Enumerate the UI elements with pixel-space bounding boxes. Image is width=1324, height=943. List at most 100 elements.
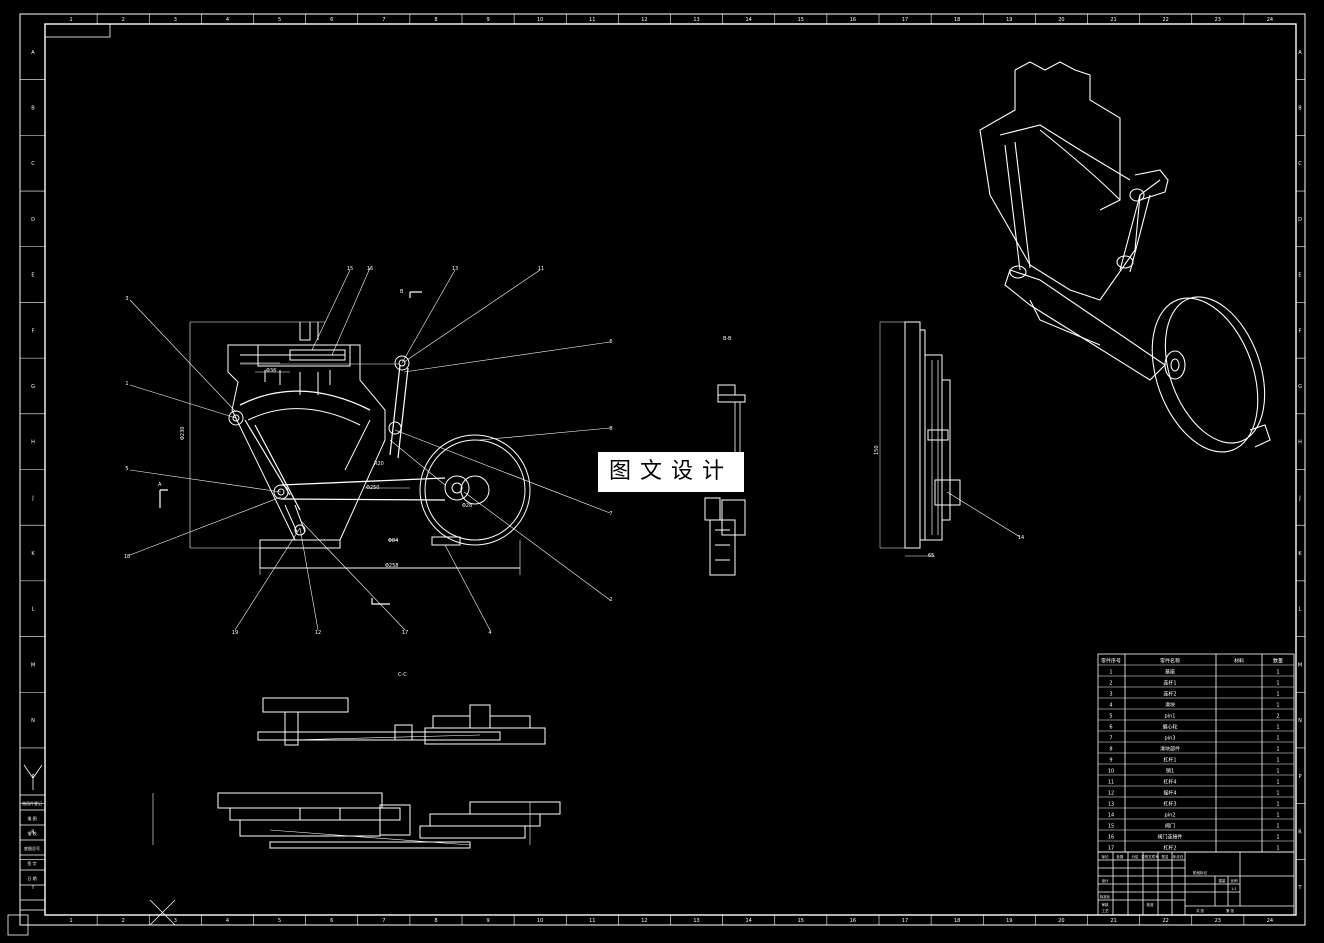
grid-row-label: P [1298, 774, 1301, 780]
section-c-c-view [257, 697, 546, 746]
title-block-cell: 工艺 [1102, 908, 1110, 913]
title-block-cell: 签名 [1162, 854, 1169, 859]
grid-row-label: T [30, 885, 35, 891]
bom-cell: 杠杆1 [1163, 756, 1176, 763]
title-block-cell: 重量 [1219, 878, 1227, 883]
bom-cell: 杠杆4 [1163, 778, 1176, 785]
grid-col-label: 13 [693, 17, 699, 23]
side-block-cell: 底图总号 [24, 845, 40, 851]
bom-cell: 17 [1108, 845, 1114, 851]
side-block-cell: 签 字 [27, 860, 36, 866]
grid-col-label: 9 [486, 17, 489, 23]
grid-col-label: 11 [589, 918, 595, 924]
balloon-label: 12 [315, 630, 321, 636]
bom-cell: 1 [1276, 746, 1279, 752]
grid-row-label: H [1298, 440, 1302, 446]
bom-cell: 5 [1109, 713, 1112, 719]
grid-row-label: E [1298, 273, 1301, 279]
title-block-cell: 标记 [1102, 854, 1110, 859]
grid-row-label: R [31, 829, 35, 835]
grid-col-label: 10 [537, 918, 543, 924]
grid-row-label: N [31, 718, 35, 724]
grid-row-label: K [31, 551, 35, 557]
grid-col-label: 14 [746, 918, 752, 924]
grid-col-label: 24 [1267, 918, 1273, 924]
grid-col-label: 8 [434, 918, 437, 924]
grid-col-label: 10 [537, 17, 543, 23]
balloon-leaders [129, 267, 1021, 631]
svg-text:Φ230: Φ230 [180, 427, 186, 440]
grid-row-label: J [31, 495, 33, 501]
svg-text:R20: R20 [374, 461, 384, 467]
title-block-cell: 第 张 [1226, 908, 1235, 913]
grid-row-label: B [1298, 106, 1302, 112]
bom-cell: 6 [1109, 724, 1112, 730]
title-block-cell: 批准 [1147, 902, 1155, 907]
grid-row-label: T [1297, 885, 1302, 891]
grid-row-label: L [1299, 607, 1302, 613]
balloon-label: 18 [124, 554, 130, 560]
title-block-cell: 比例 [1231, 878, 1239, 883]
bom-cell: 偏心轮 [1162, 723, 1177, 730]
balloon-label: 15 [347, 266, 353, 272]
bom-cell: 滑块部件 [1160, 745, 1180, 752]
bom-cell: pin3 [1165, 735, 1176, 741]
grid-col-label: 21 [1110, 918, 1116, 924]
bom-cell: 1 [1276, 680, 1279, 686]
grid-col-label: 19 [1006, 17, 1012, 23]
section-b-b-view [704, 384, 746, 576]
bom-cell: 1 [1276, 735, 1279, 741]
bom-cell: 1 [1276, 779, 1279, 785]
bom-cell: 1 [1109, 669, 1112, 675]
balloon-label: 2 [609, 597, 612, 603]
grid-col-label: 6 [330, 17, 333, 23]
column-grid-labels: 1122334455667788991010111112121313141415… [69, 14, 1273, 925]
bom-cell: 1 [1276, 702, 1279, 708]
grid-row-label: R [1298, 829, 1302, 835]
title-block-cell: 1:1 [1231, 887, 1237, 891]
bom-cell: 阀门 [1165, 822, 1175, 829]
balloon-label: 3 [125, 296, 128, 302]
balloon-label: 13 [452, 266, 458, 272]
grid-row-label: M [1298, 662, 1302, 668]
balloon-label: 11 [538, 266, 544, 272]
bom-cell: 1 [1276, 845, 1279, 851]
grid-row-label: D [1298, 217, 1302, 223]
bom-cell: 14 [1108, 812, 1114, 818]
grid-col-label: 23 [1215, 918, 1221, 924]
dimension-text: Φ230 Φ258 Φ250 Φ36 Φ84 Φ28 150 65 R20 [180, 368, 934, 569]
grid-col-label: 15 [798, 17, 804, 23]
bom-cell: 阀门连接件 [1157, 833, 1182, 840]
grid-col-label: 17 [902, 17, 908, 23]
grid-col-label: 12 [641, 918, 647, 924]
grid-col-label: 7 [382, 17, 385, 23]
title-block-cell: 标准化 [1100, 894, 1111, 899]
grid-row-label: M [31, 662, 35, 668]
grid-row-label: F [32, 328, 35, 334]
grid-col-label: 19 [1006, 918, 1012, 924]
bom-cell: 3 [1109, 691, 1112, 697]
grid-row-label: A [1298, 50, 1302, 56]
balloon-label: 14 [1018, 535, 1024, 541]
grid-row-label: C [1298, 161, 1302, 167]
grid-col-label: 2 [122, 17, 125, 23]
bom-cell: 8 [1109, 746, 1112, 752]
grid-row-label: E [31, 273, 34, 279]
title-block-cell: 分区 [1132, 854, 1140, 859]
bom-cell: 摇杆4 [1163, 789, 1176, 796]
grid-col-label: 3 [174, 17, 177, 23]
title-block-cell: 年月日 [1173, 854, 1184, 859]
title-block-cell: 处数 [1117, 854, 1125, 859]
svg-text:Φ250: Φ250 [366, 485, 379, 491]
grid-col-label: 4 [226, 17, 229, 23]
grid-col-label: 21 [1110, 17, 1116, 23]
grid-col-label: 8 [434, 17, 437, 23]
bom-cell: 11 [1108, 779, 1114, 785]
bom-cell: pin1 [1165, 713, 1176, 719]
svg-text:Φ28: Φ28 [462, 503, 472, 509]
svg-text:B: B [400, 289, 404, 295]
grid-col-label: 17 [902, 918, 908, 924]
grid-row-label: P [31, 774, 34, 780]
bom-cell: 10 [1108, 768, 1114, 774]
